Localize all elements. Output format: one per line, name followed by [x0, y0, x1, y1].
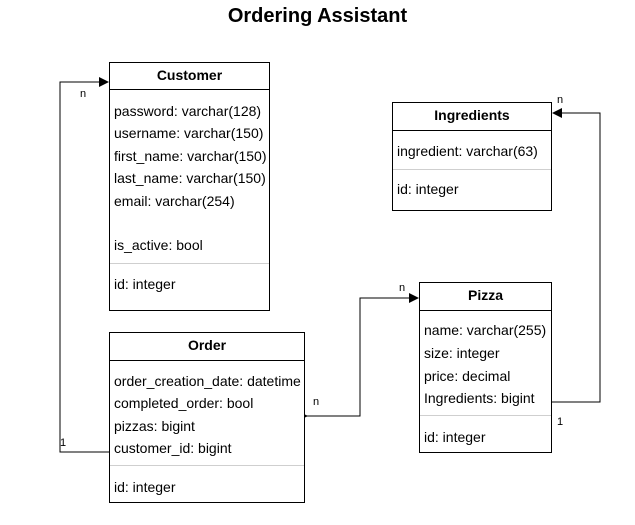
diagram-title: Ordering Assistant [227, 5, 408, 27]
field-row: is_active: bool [114, 237, 203, 253]
connector-pizza-ingredients [552, 108, 601, 403]
entity-ingredients[interactable]: Ingredients ingredient: varchar(63) id: … [392, 102, 552, 211]
entity-order[interactable]: Order order_creation_date: datetime comp… [109, 332, 305, 503]
entity-ingredients-title: Ingredients [393, 103, 551, 131]
entity-pizza[interactable]: Pizza name: varchar(255) size: integer p… [419, 282, 552, 453]
field-row: completed_order: bool [114, 395, 254, 411]
entity-pizza-title: Pizza [420, 283, 551, 311]
field-row: last_name: varchar(150) [114, 170, 266, 186]
connector-order-pizza [298, 293, 419, 421]
divider [420, 415, 551, 416]
field-row: order_creation_date: datetime [114, 373, 301, 389]
key-row: id: integer [424, 429, 486, 445]
divider [110, 263, 269, 264]
field-row: first_name: varchar(150) [114, 148, 267, 164]
divider [110, 465, 304, 466]
field-row: size: integer [424, 345, 500, 361]
multiplicity-ingredients-n: n [557, 94, 564, 106]
multiplicity-order-pizza-n: n [313, 396, 320, 408]
entity-order-title: Order [110, 333, 304, 361]
divider [393, 169, 551, 170]
field-row: price: decimal [424, 368, 511, 384]
field-row: Ingredients: bigint [424, 390, 535, 406]
field-row: password: varchar(128) [114, 103, 262, 119]
entity-customer-title: Customer [110, 63, 269, 90]
field-row: email: varchar(254) [114, 193, 235, 209]
field-row: username: varchar(150) [114, 125, 264, 141]
multiplicity-pizza-ingredients-1: 1 [557, 416, 564, 428]
field-row: customer_id: bigint [114, 440, 232, 456]
multiplicity-order-customer-1: 1 [60, 437, 67, 449]
field-row: ingredient: varchar(63) [397, 143, 538, 159]
field-row: name: varchar(255) [424, 322, 547, 338]
connector-order-customer [59, 77, 110, 453]
multiplicity-pizza-n: n [399, 282, 406, 294]
key-row: id: integer [397, 181, 459, 197]
entity-customer[interactable]: Customer password: varchar(128) username… [109, 62, 270, 311]
multiplicity-customer-n: n [80, 88, 87, 100]
key-row: id: integer [114, 479, 176, 495]
field-row: pizzas: bigint [114, 418, 195, 434]
key-row: id: integer [114, 276, 176, 292]
